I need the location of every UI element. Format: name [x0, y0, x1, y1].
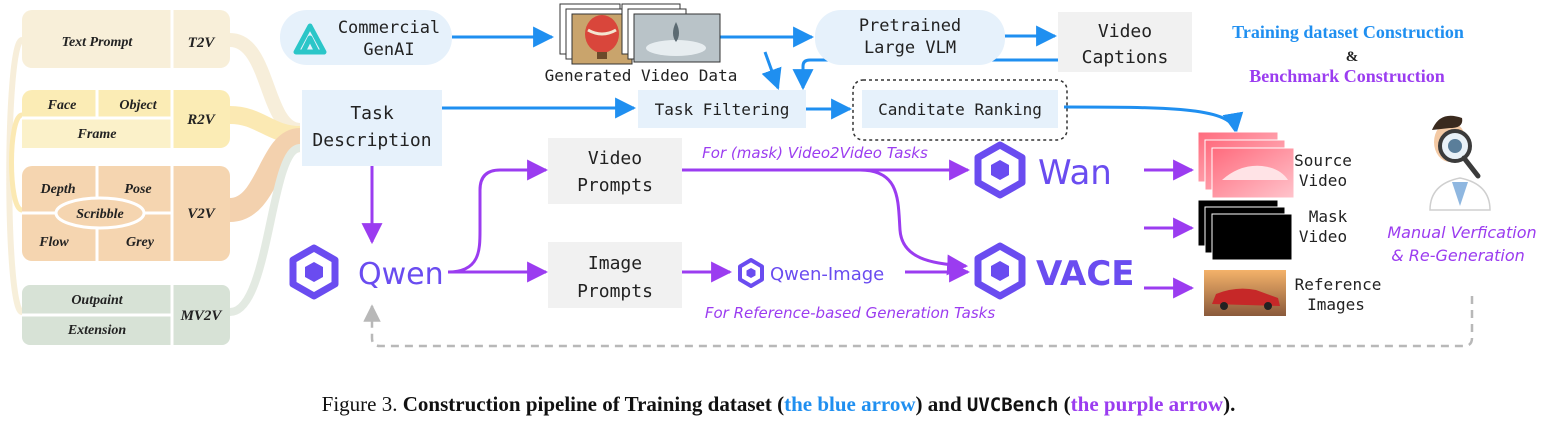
- reference-image: [1204, 270, 1286, 316]
- image-prompts-line2: Prompts: [577, 281, 653, 302]
- caption-part3: (: [1058, 392, 1071, 416]
- task-ribbons: [6, 33, 303, 316]
- task-r2v: Face Object Frame R2V: [22, 90, 230, 148]
- qwen-image-logo: Qwen-Image: [738, 258, 884, 288]
- wan-logo: Wan: [974, 141, 1112, 199]
- task-mv2v-tag: MV2V: [180, 308, 224, 324]
- candidate-ranking-label: Canditate Ranking: [878, 100, 1042, 119]
- inspector-figure-icon: [1429, 115, 1491, 211]
- caption-prefix: Figure 3.: [321, 392, 398, 416]
- caption-part2: ) and: [915, 392, 967, 416]
- video-captions-line1: Video: [1098, 21, 1152, 42]
- qwen-icon: [289, 244, 339, 300]
- red-car-icon: [1212, 288, 1280, 306]
- commercial-genai-node: Commercial GenAI: [280, 10, 452, 65]
- image-prompts-line1: Image: [588, 253, 642, 274]
- task-description-line2: Description: [312, 130, 431, 151]
- task-description-node: Task Description: [302, 90, 442, 166]
- qwen-image-icon: [738, 258, 764, 288]
- task-v2v-item-depth: Depth: [40, 182, 76, 197]
- pretrained-vlm-line1: Pretrained: [859, 16, 961, 36]
- genai-logo-icon: [293, 23, 327, 55]
- source-video-line2: Video: [1299, 171, 1347, 190]
- mask-video-thumbnails: [1197, 199, 1293, 261]
- video-captions-line2: Captions: [1082, 47, 1169, 68]
- blue-arrows: [442, 25, 1244, 135]
- video-prompts-line1: Video: [588, 148, 642, 169]
- generated-video-thumbnails: Generated Video Data: [545, 3, 738, 85]
- ampersand: &: [1346, 49, 1359, 65]
- figure-caption: Figure 3. Construction pipeline of Train…: [0, 392, 1557, 417]
- manual-verification-line1: Manual Verfication: [1387, 223, 1536, 242]
- task-r2v-item-face: Face: [47, 98, 77, 113]
- caption-bench: UVCBench: [966, 394, 1059, 416]
- task-mv2v: Outpaint Extension MV2V: [22, 285, 230, 345]
- car-silhouette-icon: [1222, 165, 1288, 180]
- task-filtering-label: Task Filtering: [655, 100, 790, 119]
- task-v2v-item-pose: Pose: [124, 182, 151, 197]
- task-t2v-item-text-prompt: Text Prompt: [62, 35, 134, 50]
- manual-verification-line2: & Re-Generation: [1391, 246, 1525, 265]
- mask-video-line1: Mask: [1309, 207, 1348, 226]
- task-r2v-tag: R2V: [186, 112, 217, 128]
- task-v2v-item-grey: Grey: [126, 235, 155, 250]
- qwen-logo: Qwen: [289, 244, 444, 300]
- task-r2v-item-frame: Frame: [77, 127, 117, 142]
- task-t2v: Text Prompt T2V: [22, 10, 230, 68]
- vace-logo: VACE: [974, 242, 1135, 300]
- candidate-ranking-node: Canditate Ranking: [852, 79, 1068, 141]
- source-video-line1: Source: [1294, 151, 1352, 170]
- purple-arrows: [361, 159, 1195, 299]
- task-description-line1: Task: [350, 103, 394, 124]
- pretrained-vlm-node: Pretrained Large VLM: [815, 10, 1005, 65]
- wan-label: Wan: [1038, 153, 1112, 193]
- wan-icon: [974, 141, 1026, 199]
- ref-note: For Reference-based Generation Tasks: [705, 304, 995, 322]
- caption-purple: the purple arrow: [1070, 392, 1224, 416]
- commercial-genai-line1: Commercial: [338, 18, 440, 38]
- task-filtering-node: Task Filtering: [638, 90, 806, 128]
- vace-icon: [974, 242, 1026, 300]
- benchmark-title: Benchmark Construction: [1249, 66, 1445, 86]
- source-video-thumbnails: [1197, 131, 1295, 199]
- generated-video-data-label: Generated Video Data: [545, 66, 738, 85]
- task-v2v: Depth Pose Scribble Flow Grey V2V: [22, 166, 230, 261]
- v2v-note: For (mask) Video2Video Tasks: [702, 144, 928, 162]
- video-prompts-node: Video Prompts: [548, 138, 682, 204]
- video-captions-node: Video Captions: [1058, 12, 1192, 72]
- mask-video-line2: Video: [1299, 227, 1347, 246]
- training-dataset-title: Training dataset Construction: [1232, 22, 1464, 42]
- pretrained-vlm-line2: Large VLM: [864, 38, 956, 58]
- caption-blue: the blue arrow: [784, 392, 916, 416]
- feedback-arrow: [363, 296, 1474, 348]
- image-prompts-node: Image Prompts: [548, 242, 682, 308]
- water-drop-icon: [646, 40, 706, 56]
- qwen-label: Qwen: [358, 257, 444, 292]
- video-prompts-line2: Prompts: [577, 175, 653, 196]
- task-mv2v-item-extension: Extension: [67, 323, 127, 338]
- qwen-image-label: Qwen-Image: [770, 264, 884, 285]
- task-mv2v-item-outpaint: Outpaint: [71, 293, 123, 308]
- task-v2v-tag: V2V: [187, 206, 217, 222]
- task-t2v-tag: T2V: [188, 35, 217, 51]
- task-v2v-item-flow: Flow: [38, 235, 69, 250]
- commercial-genai-line2: GenAI: [363, 40, 414, 60]
- caption-part1: Construction pipeline of Training datase…: [402, 392, 785, 416]
- task-r2v-item-object: Object: [119, 98, 157, 113]
- vace-label: VACE: [1036, 254, 1135, 294]
- reference-images-line2: Images: [1307, 295, 1365, 314]
- reference-images-line1: Reference: [1295, 275, 1382, 294]
- task-v2v-item-scribble: Scribble: [76, 207, 123, 222]
- caption-part4: ).: [1223, 392, 1236, 416]
